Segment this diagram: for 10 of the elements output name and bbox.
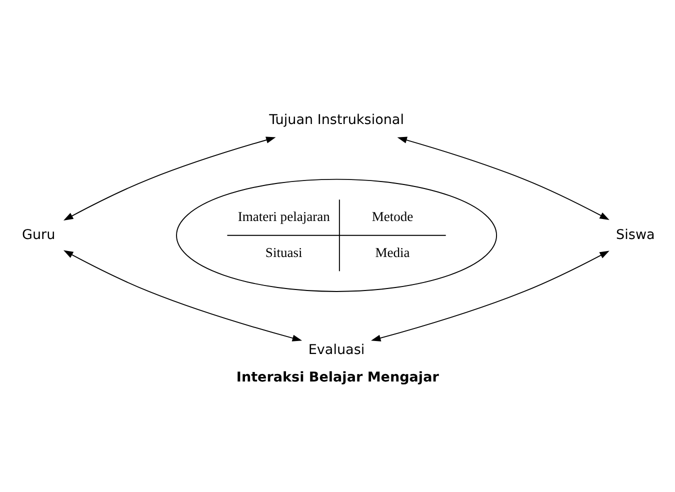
node-ellipse: Imateri pelajaran Metode Situasi Media <box>176 178 498 292</box>
node-text: Siswa <box>616 226 655 242</box>
arrow <box>63 250 302 341</box>
node-text: Evaluasi <box>308 342 365 358</box>
arrow <box>63 136 276 220</box>
caption: Interaksi Belajar Mengajar <box>236 369 439 386</box>
node-text: Guru <box>22 226 56 242</box>
arrow <box>371 250 610 341</box>
arrow <box>397 136 610 220</box>
node-text: Tujuan Instruksional <box>269 111 404 128</box>
